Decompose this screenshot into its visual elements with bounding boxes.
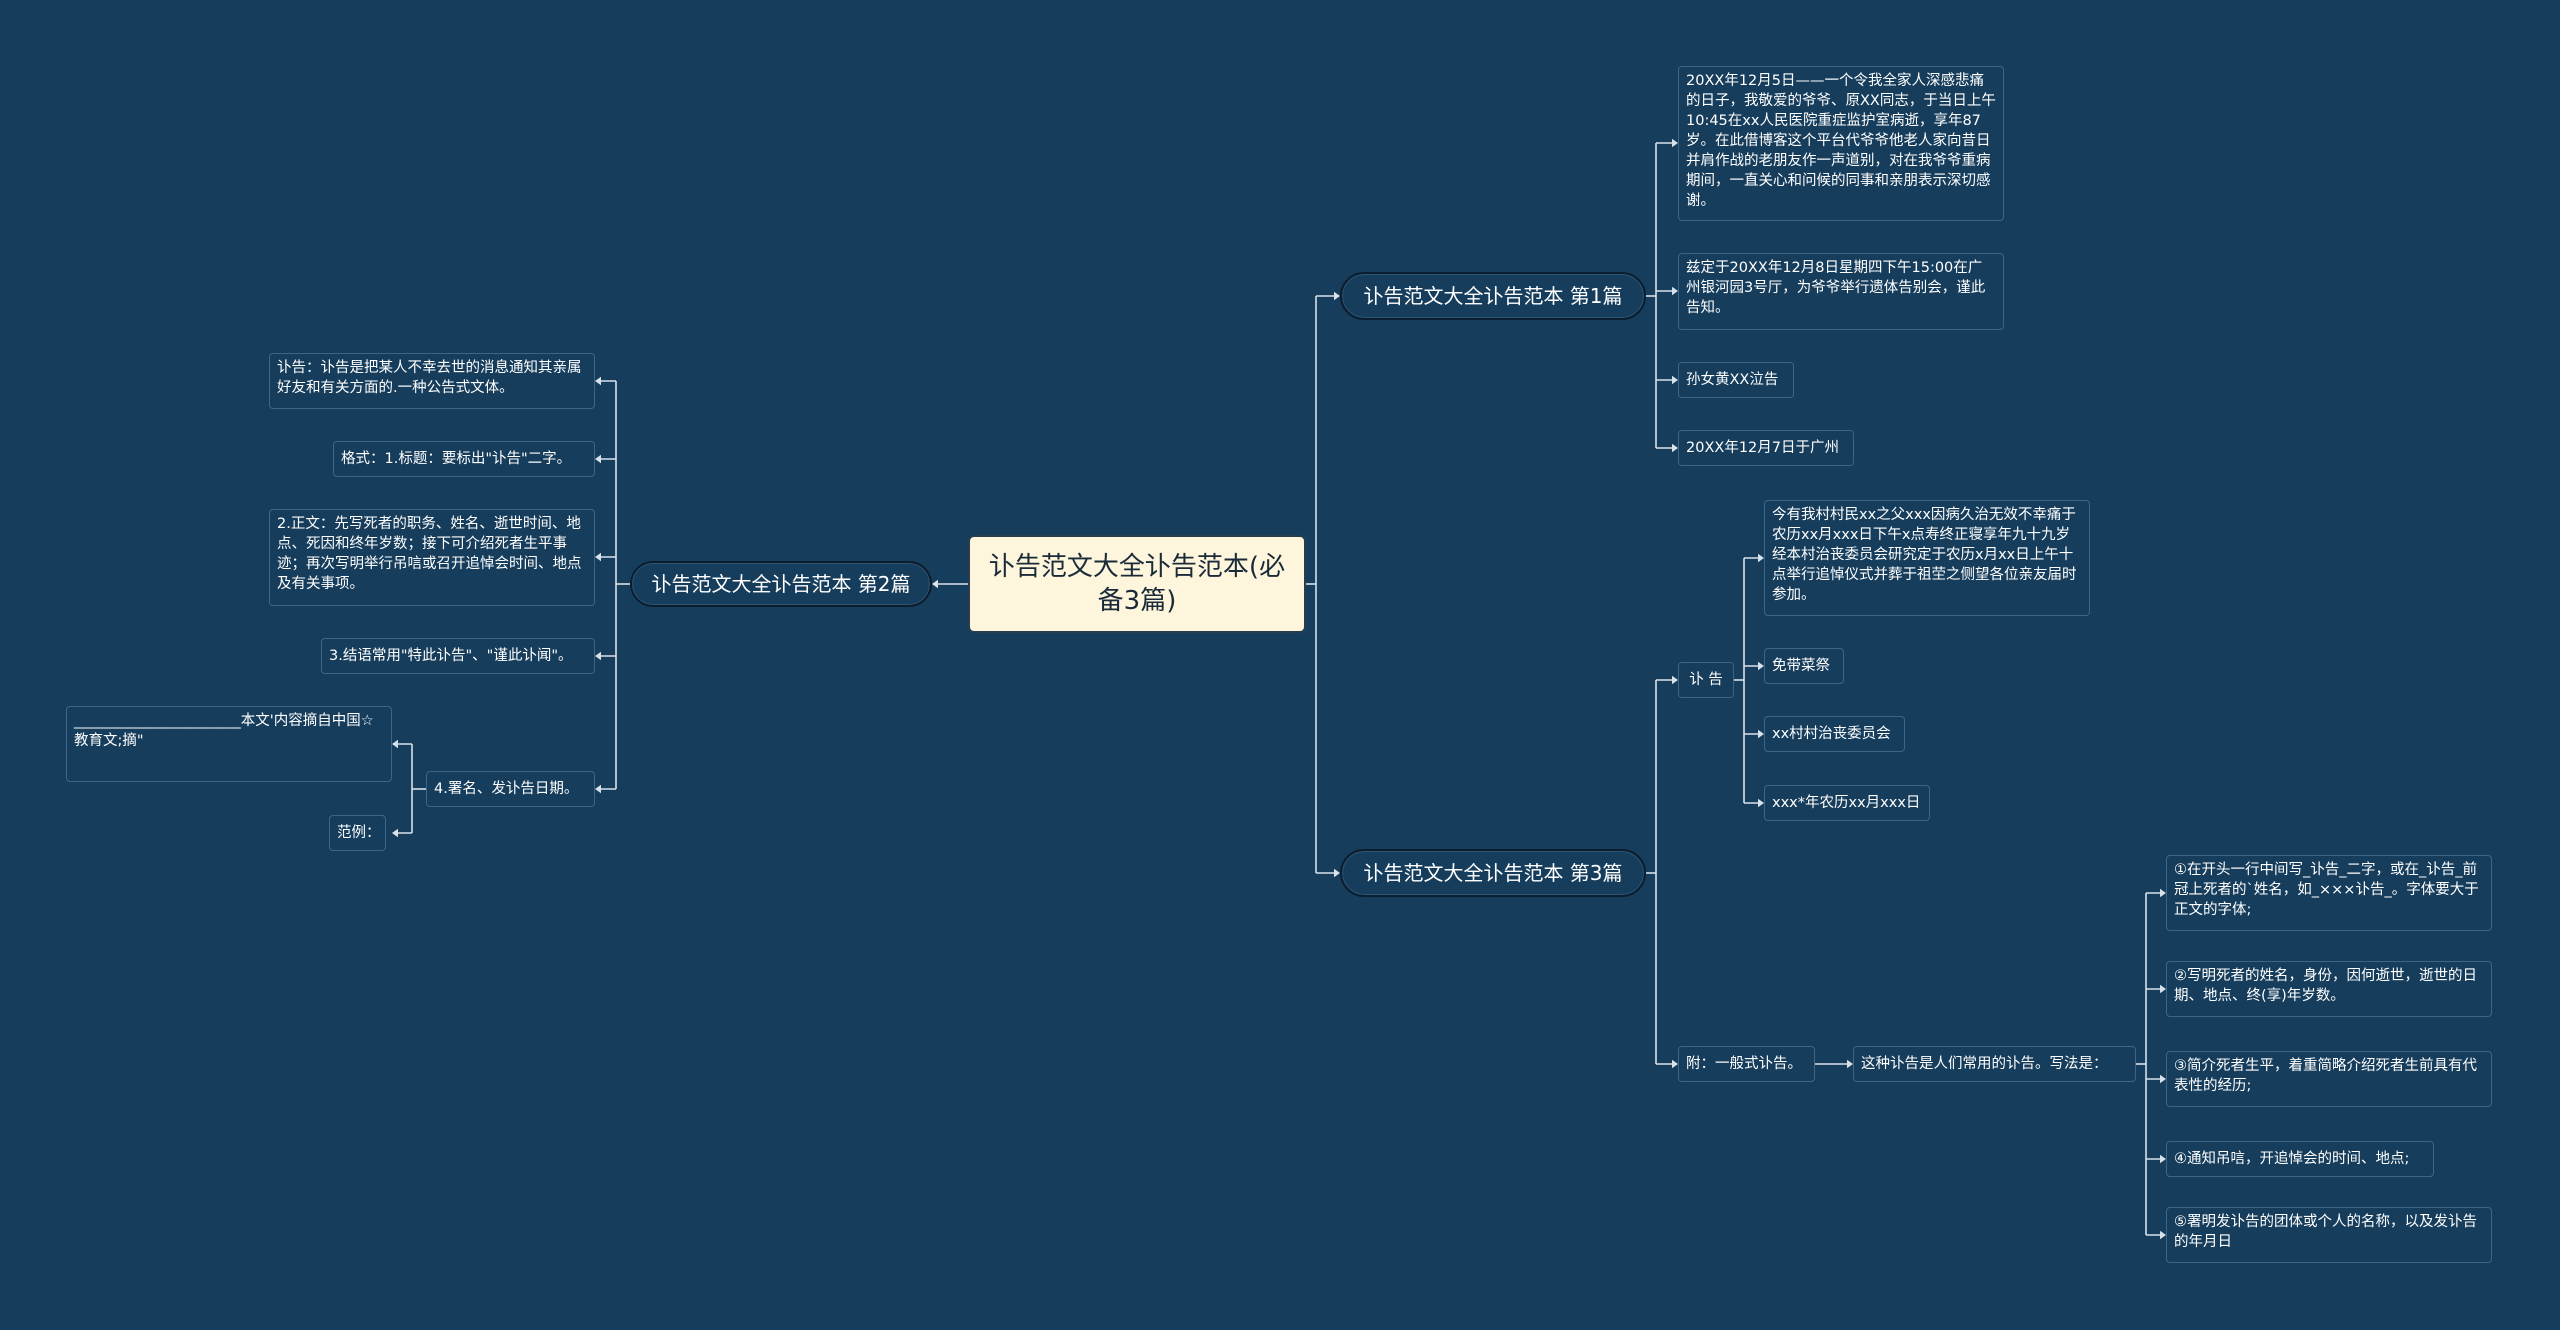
b2-arrow-4 [595,784,601,794]
notice-arrow-2 [1758,729,1764,739]
method-arrow-4 [2160,1230,2166,1240]
method-arrow-2 [2160,1074,2166,1084]
b2-arrow-2 [595,552,601,562]
b1-arrow-0 [1672,138,1678,148]
leaf-b1-item-2[interactable]: 兹定于20XX年12月8日星期四下午15:00在广州银河园3号厅，为爷爷举行遗体… [1678,253,2004,330]
leaf-b3-appendix-3[interactable]: ③简介死者生平，着重简略介绍死者生前具有代表性的经历; [2166,1051,2492,1107]
leaf-b3-appendix-1[interactable]: ①在开头一行中间写_讣告_二字，或在_讣告_前冠上死者的`姓名，如_×××讣告_… [2166,855,2492,931]
leaf-b3-appendix-5[interactable]: ⑤署明发讣告的团体或个人的名称，以及发讣告的年月日 [2166,1207,2492,1263]
root-right-arrow-1 [1334,868,1340,878]
notice-arrow-1 [1758,661,1764,671]
method-arrow-3 [2160,1154,2166,1164]
notice-arrow-3 [1758,798,1764,808]
appendix-method-node[interactable]: 这种讣告是人们常用的讣告。写法是： [1853,1046,2136,1082]
root-left-arrow [932,579,938,589]
branch-node-1[interactable]: 讣告范文大全讣告范本 第1篇 [1340,272,1646,320]
root-node[interactable]: 讣告范文大全讣告范本(必备3篇) [968,535,1306,633]
appendix-label-node[interactable]: 附：一般式讣告。 [1678,1046,1815,1082]
leaf-b2-item-4[interactable]: 3.结语常用"特此讣告"、"谨此讣闻"。 [321,638,595,674]
notice-arrow-0 [1758,553,1764,563]
leaf-b3-notice-2[interactable]: 免带菜祭 [1764,648,1844,684]
leaf-b2-item-3[interactable]: 2.正文：先写死者的职务、姓名、逝世时间、地点、死因和终年岁数；接下可介绍死者生… [269,509,595,606]
method-arrow-1 [2160,984,2166,994]
leaf-b2-sub-source[interactable]: _______________________本文'内容摘自中国☆教育文;摘" [66,706,392,782]
leaf-b2-item-2[interactable]: 格式：1.标题：要标出"讣告"二字。 [333,441,595,477]
b1-arrow-3 [1672,443,1678,453]
leaf-b2-item-1[interactable]: 讣告：讣告是把某人不幸去世的消息通知其亲属好友和有关方面的.一种公告式文体。 [269,353,595,409]
b2-arrow-3 [595,651,601,661]
leaf-b2-sub-example[interactable]: 范例： [329,815,386,851]
leaf-b2-item-5[interactable]: 4.署名、发讣告日期。 [426,771,595,807]
b2sub-arrow-1 [392,828,398,838]
b2-arrow-1 [595,454,601,464]
branch-node-3[interactable]: 讣告范文大全讣告范本 第3篇 [1340,849,1646,897]
b1-arrow-1 [1672,286,1678,296]
b2sub-arrow-0 [392,739,398,749]
notice-label-node[interactable]: 讣 告 [1678,662,1734,698]
method-arrow-0 [2160,888,2166,898]
b3-arrow-1 [1672,1059,1678,1069]
leaf-b3-appendix-4[interactable]: ④通知吊唁，开追悼会的时间、地点; [2166,1141,2434,1177]
leaf-b3-notice-3[interactable]: xx村村治丧委员会 [1764,716,1905,752]
appendix-arrow [1847,1059,1853,1069]
leaf-b3-notice-1[interactable]: 今有我村村民xx之父xxx因病久治无效不幸痛于农历xx月xxx日下午x点寿终正寝… [1764,500,2090,616]
root-right-arrow-0 [1334,291,1340,301]
b3-arrow-0 [1672,675,1678,685]
b1-arrow-2 [1672,375,1678,385]
b2-arrow-0 [595,376,601,386]
leaf-b1-item-3[interactable]: 孙女黄XX泣告 [1678,362,1794,398]
leaf-b1-item-1[interactable]: 20XX年12月5日——一个令我全家人深感悲痛的日子，我敬爱的爷爷、原XX同志，… [1678,66,2004,221]
leaf-b1-item-4[interactable]: 20XX年12月7日于广州 [1678,430,1854,466]
leaf-b3-appendix-2[interactable]: ②写明死者的姓名，身份，因何逝世，逝世的日期、地点、终(享)年岁数。 [2166,961,2492,1017]
leaf-b3-notice-4[interactable]: xxx*年农历xx月xxx日 [1764,785,1930,821]
branch-node-2[interactable]: 讣告范文大全讣告范本 第2篇 [630,561,932,607]
